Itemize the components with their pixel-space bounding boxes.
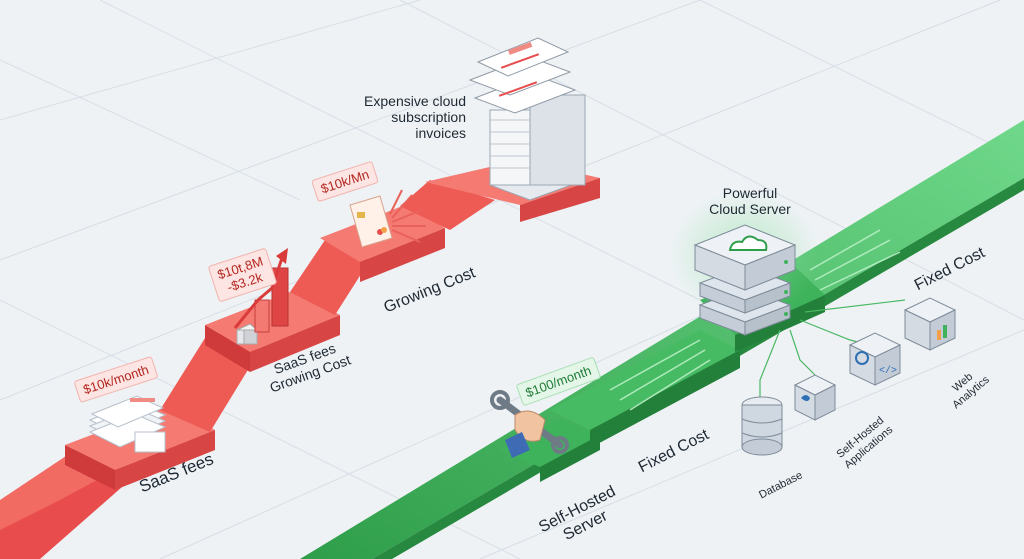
- code-cube: </>: [793, 332, 902, 421]
- database-cube: [741, 396, 783, 456]
- wrench-hand-icon: [490, 390, 569, 458]
- code-icon: </>: [879, 365, 897, 377]
- bar-chart-icon: [937, 325, 947, 340]
- stage-label-invoices: Expensive cloud subscription invoices: [364, 93, 466, 142]
- label-cloud-server: Powerful Cloud Server: [709, 185, 791, 218]
- invoice-stack-icon: [88, 395, 167, 453]
- invoice-tower: [468, 37, 587, 201]
- green-fixed-cost-path: [300, 120, 1024, 559]
- github-icon: [801, 395, 810, 401]
- cloud-server: [693, 224, 797, 336]
- cloud-icon: [728, 235, 768, 251]
- credit-card-icon: [349, 189, 426, 248]
- analytics-cube: [903, 297, 957, 351]
